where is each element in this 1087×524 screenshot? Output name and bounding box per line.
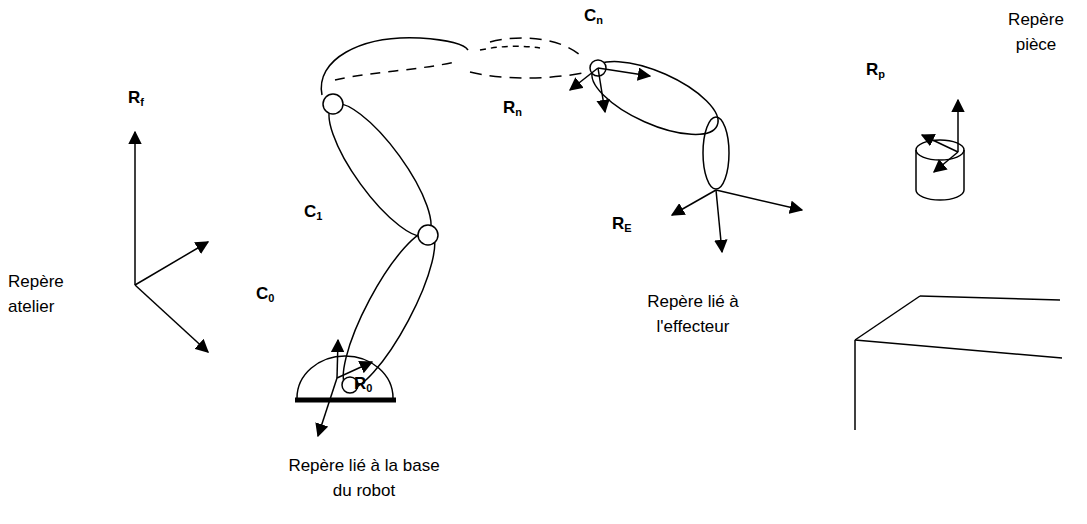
link-c0 <box>328 222 449 398</box>
link-hidden <box>335 62 455 80</box>
frame-r0 <box>318 340 372 436</box>
link-hidden <box>321 38 468 95</box>
frame-label: Rp <box>866 58 885 83</box>
frame-rf <box>135 132 208 352</box>
joint <box>323 60 606 393</box>
link-c1 <box>314 91 447 249</box>
link-cn <box>582 47 727 150</box>
frame-rn <box>570 68 650 112</box>
frame-label: R0 <box>354 372 372 397</box>
frame-label: Rn <box>503 96 522 121</box>
link-hidden <box>470 38 588 78</box>
frame-caption: Repère atelier <box>8 270 86 319</box>
link-label: Cn <box>584 4 603 29</box>
frame-re <box>672 190 802 252</box>
frame-caption: Repère lié à l'effecteur <box>638 290 748 339</box>
workpiece <box>916 140 964 200</box>
frame-label: RE <box>612 212 632 237</box>
frame-caption: Repère pièce <box>994 8 1078 57</box>
wrist <box>703 117 729 189</box>
link-hidden <box>480 46 540 50</box>
base-plate <box>295 398 396 403</box>
table <box>855 296 1062 430</box>
frame-caption: Repère lié à la base du robot <box>284 454 444 503</box>
link-label: C1 <box>304 200 322 225</box>
frame-rp <box>922 100 958 172</box>
frame-label: Rf <box>128 86 144 111</box>
link-label: C0 <box>256 282 274 307</box>
